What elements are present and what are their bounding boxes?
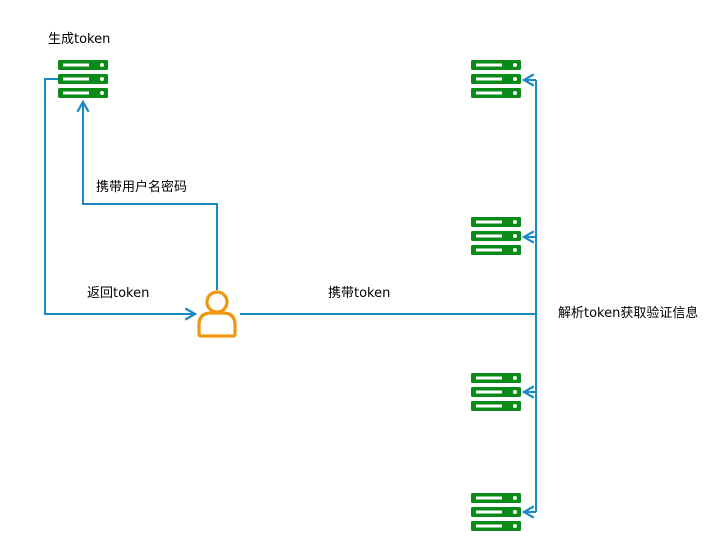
- user-icon: [197, 290, 237, 338]
- label-generate-token: 生成token: [48, 32, 111, 47]
- label-carry-token: 携带token: [328, 286, 391, 301]
- label-return-token: 返回token: [87, 286, 150, 301]
- auth-server-icon: [58, 60, 108, 98]
- edge-credentials-to-auth: [76, 99, 218, 290]
- label-carry-credentials: 携带用户名密码: [96, 180, 188, 195]
- label-parse-token: 解析token获取验证信息: [558, 306, 699, 321]
- edge-return-token: [44, 78, 198, 321]
- resource-server-2-icon: [471, 217, 521, 255]
- resource-server-3-icon: [471, 373, 521, 411]
- resource-server-4-icon: [471, 493, 521, 531]
- resource-server-1-icon: [471, 60, 521, 98]
